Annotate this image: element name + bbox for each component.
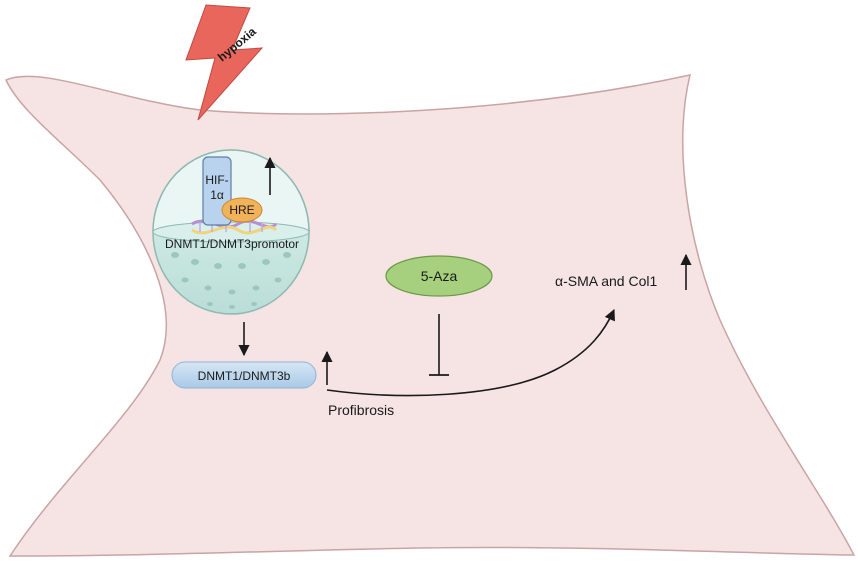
nuclear-pores	[171, 252, 291, 309]
aza-ellipse	[385, 255, 493, 297]
profibrosis-curve-arrow	[326, 308, 615, 397]
nucleus: HIF- 1α HRE DNMT1/DNMT3promotor	[152, 149, 310, 315]
aza-label: 5-Aza	[421, 268, 458, 284]
hypoxia-lightning-icon: hypoxia	[185, 4, 264, 121]
sma-label: α-SMA and Col1	[555, 273, 657, 289]
hif-label-line2: 1α	[210, 188, 224, 202]
hre-ellipse	[221, 197, 263, 223]
cell-body	[4, 74, 856, 557]
promoter-label: DNMT1/DNMT3promotor	[165, 237, 299, 251]
dnmt-pill	[171, 361, 317, 389]
dnmt-label: DNMT1/DNMT3b	[198, 369, 291, 383]
profibrosis-label: Profibrosis	[328, 402, 394, 418]
hre-label: HRE	[229, 203, 254, 217]
hif-label-line1: HIF-	[205, 173, 228, 187]
